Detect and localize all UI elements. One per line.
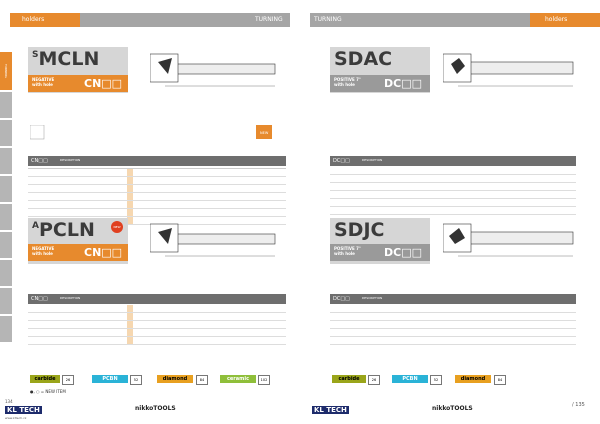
- sdac-table-rows: [330, 167, 576, 215]
- legend-left-carbide: carbide: [30, 375, 60, 383]
- left-header-orange: [10, 13, 80, 27]
- nikko-logo-right: nikkoTOOLS: [432, 405, 473, 412]
- side-tab: [0, 232, 12, 258]
- kltech-logo-left: KL TECH: [5, 406, 42, 414]
- left-website: www.kltech.cz: [5, 416, 27, 420]
- legend-left-ceramic-num: 102: [258, 375, 270, 385]
- side-tab: [0, 204, 12, 230]
- sdac-insert-box: [330, 75, 430, 92]
- apcln-table-header-code: CN□□: [31, 296, 48, 302]
- left-page-number: 134: [5, 399, 13, 404]
- sdjc-sub2: with hole: [334, 251, 355, 256]
- legend-right-diamond: diamond: [455, 375, 491, 383]
- right-header-orange: [530, 13, 600, 27]
- apcln-sub1: NEGATIVE: [32, 246, 55, 251]
- svg-text:NEW: NEW: [260, 131, 269, 135]
- smcln-insert-box: [28, 75, 128, 92]
- sdjc-insert-code: DC□□: [384, 246, 422, 259]
- legend-right-carbide: carbide: [332, 375, 366, 383]
- smcln-insert-code: CN□□: [84, 77, 123, 90]
- sdac-sub1: POSITIVE 7°: [334, 77, 361, 82]
- sdac-title: SDAC: [334, 48, 393, 70]
- smcln-table-header: [28, 156, 286, 166]
- sdac-sub2: with hole: [334, 82, 355, 87]
- smcln-title: SMCLN: [32, 48, 100, 70]
- right-header-section: TURNING: [314, 16, 342, 23]
- legend-left-pcbn-num: 52: [130, 375, 142, 385]
- nikko-logo-left: nikkoTOOLS: [135, 405, 176, 412]
- sdjc-table-header: [330, 294, 576, 304]
- smcln-table-rows: [28, 168, 286, 225]
- right-header-gray: [310, 13, 530, 27]
- smcln-sub1: NEGATIVE: [32, 77, 55, 82]
- legend-left-diamond-num: 84: [196, 375, 208, 385]
- sdjc-title: SDJC: [334, 219, 385, 241]
- side-tab-turning: TURNING: [0, 52, 12, 90]
- smcln-sub2: with hole: [32, 82, 53, 87]
- legend-right-diamond-num: 84: [494, 375, 506, 385]
- sdjc-insert-box: [330, 244, 430, 261]
- sdac-table-header: [330, 156, 576, 166]
- sdac-table-header-desc: DESCRIPTION: [362, 158, 383, 162]
- legend-left-carbide-num: 26: [62, 375, 74, 385]
- apcln-tool-drawing: [150, 223, 276, 257]
- sdjc-table-rows: [330, 305, 576, 345]
- sdjc-tool-drawing: [443, 223, 574, 257]
- side-tab: [0, 120, 12, 146]
- sdjc-table-header-code: DC□□: [333, 296, 350, 302]
- sdjc-table-header-desc: DESCRIPTION: [362, 296, 383, 300]
- legend-left-diamond: diamond: [157, 375, 193, 383]
- side-tab: [0, 148, 12, 174]
- sdac-table-header-code: DC□□: [333, 158, 350, 164]
- left-header-section: TURNING: [255, 16, 283, 23]
- kltech-logo-right: KL TECH: [312, 406, 349, 414]
- side-tab: [0, 316, 12, 342]
- legend-left-ceramic: ceramic: [220, 375, 256, 383]
- legend-right-pcbn: PCBN: [392, 375, 428, 383]
- apcln-table-header-desc: DESCRIPTION: [60, 296, 81, 300]
- smcln-icons: NEW: [29, 124, 288, 145]
- legend-right-pcbn-num: 52: [430, 375, 442, 385]
- left-header-gray: [80, 13, 290, 27]
- sdac-insert-code: DC□□: [384, 77, 422, 90]
- side-tab: [0, 288, 12, 314]
- left-header-label: holders: [22, 16, 45, 23]
- smcln-tool-drawing: [150, 53, 276, 87]
- side-tab: [0, 260, 12, 286]
- apcln-table-rows: [28, 305, 286, 345]
- apcln-insert-code: CN□□: [84, 246, 123, 259]
- side-tab: [0, 176, 12, 202]
- right-header-label: holders: [545, 16, 568, 23]
- smcln-table-header-desc: DESCRIPTION: [60, 158, 81, 162]
- sdac-tool-drawing: [443, 53, 574, 87]
- legend-left-pcbn: PCBN: [92, 375, 128, 383]
- sdjc-sub1: POSITIVE 7°: [334, 246, 361, 251]
- smcln-table-header-code: CN□□: [31, 158, 48, 164]
- apcln-sub2: with hole: [32, 251, 53, 256]
- apcln-insert-box: [28, 244, 128, 261]
- apcln-title: APCLN: [32, 219, 95, 241]
- footnote: ●, ○ = NEW ITEM: [30, 389, 66, 394]
- right-page-number: / 135: [572, 402, 585, 408]
- side-tab: [0, 92, 12, 118]
- legend-right-carbide-num: 26: [368, 375, 380, 385]
- apcln-new-badge: NEW: [111, 221, 123, 233]
- apcln-table-header: [28, 294, 286, 304]
